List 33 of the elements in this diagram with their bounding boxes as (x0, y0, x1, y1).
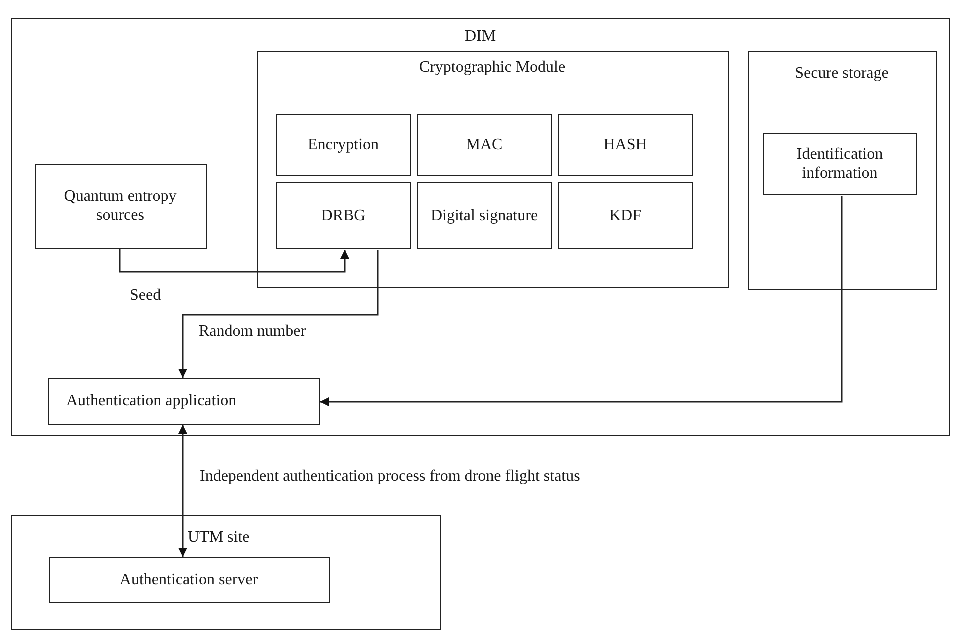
arrow (119, 249, 350, 273)
group-title: Secure storage (795, 64, 889, 83)
device-boundary-box (11, 18, 950, 436)
module-box (256, 50, 728, 288)
process-box (48, 378, 320, 424)
process-box (417, 182, 552, 249)
process-box (276, 182, 411, 249)
box-label: Encryption (306, 135, 380, 155)
box-label: HASH (602, 135, 648, 155)
process-box (558, 182, 693, 249)
site-box (11, 515, 441, 630)
box-label: MAC (465, 135, 504, 155)
box-label: Authentication server (118, 570, 260, 590)
process-box (763, 133, 917, 195)
edge-label: Independent authentication process from drone flight status (200, 467, 580, 486)
storage-box (748, 50, 936, 290)
process-box (34, 164, 206, 248)
box-label: Identification information (796, 144, 884, 184)
box-label: Digital signature (430, 206, 540, 226)
group-title: UTM site (188, 528, 250, 548)
box-label: KDF (608, 206, 642, 226)
box-label: DRBG (320, 206, 367, 226)
process-box (48, 556, 330, 602)
group-title: DIM (464, 27, 496, 46)
arrow (320, 196, 843, 406)
box-label: Quantum entropy sources (63, 186, 178, 226)
process-box (417, 114, 552, 176)
arrow (178, 250, 379, 378)
process-box (276, 114, 411, 176)
box-label: Authentication application (66, 391, 238, 411)
process-box (558, 114, 693, 176)
group-title: Cryptographic Module (419, 58, 566, 77)
arrow (178, 425, 188, 557)
